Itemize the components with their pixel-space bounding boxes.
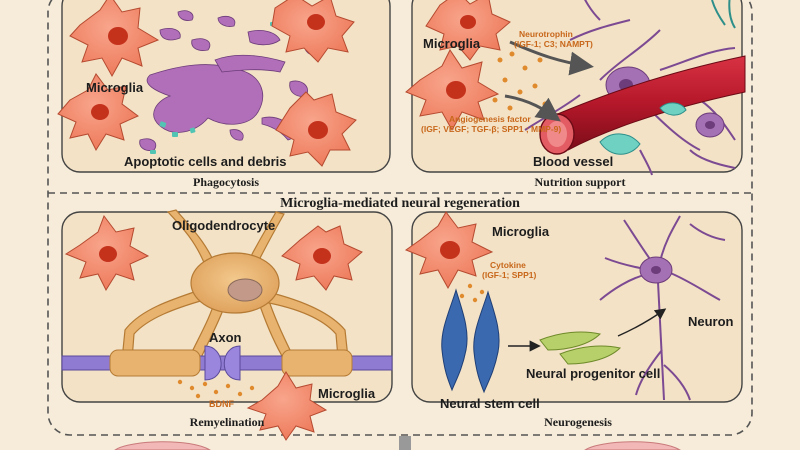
panel-remyelination: Oligodendrocyte Axon BDNF Microglia	[61, 209, 393, 441]
axon	[61, 345, 393, 381]
section-title: Microglia-mediated neural regeneration	[280, 196, 520, 211]
remyelination-microglia-label: Microglia	[318, 386, 376, 401]
caption-neurogenesis: Neurogenesis	[544, 415, 612, 429]
caption-nutrition-support: Nutrition support	[534, 175, 625, 189]
microglia-cell	[281, 225, 363, 291]
cytokine-factors: (IGF-1; SPP1)	[482, 270, 536, 280]
astrocyte-endfeet	[599, 102, 687, 155]
astrocyte	[711, 0, 736, 29]
microglia-cell	[69, 0, 160, 78]
panel-phagocytosis: Microglia Apoptotic cells and debris	[57, 0, 391, 173]
neurotrophin-factors: (IGF-1; C3; NAMPT)	[514, 39, 593, 49]
teal-fragments	[150, 22, 276, 154]
phagocytosis-microglia-label: Microglia	[86, 80, 144, 95]
angiogenesis-arrow	[504, 94, 561, 122]
myelin-sheath	[281, 349, 353, 377]
stem-cell-label: Neural stem cell	[440, 396, 540, 411]
partial-shape-right	[584, 441, 681, 450]
neuron-nucleus	[705, 121, 715, 129]
caption-phagocytosis: Phagocytosis	[193, 175, 259, 189]
blood-vessel-label: Blood vessel	[533, 154, 613, 169]
angiogenesis-factors: (IGF; VEGF; TGF-β; SPP1 ; MMP-9)	[421, 124, 561, 134]
oligodendrocyte-label: Oligodendrocyte	[172, 218, 275, 233]
panel-nutrition-support: Neurotrophin (IGF-1; C3; NAMPT) Microgli…	[405, 0, 746, 176]
angiogenesis-title: Angiogenesis factor	[449, 114, 531, 124]
panel-neurogenesis: Microglia Cytokine (IGF-1; SPP1) Neuron …	[404, 211, 743, 411]
microglia-cell	[64, 214, 150, 292]
axon-label: Axon	[209, 330, 242, 345]
bdnf-label: BDNF	[209, 399, 234, 409]
microglia-cell	[404, 211, 494, 290]
caption-remyelination: Remyelination	[190, 415, 265, 429]
progenitor-to-neuron-arrow	[617, 308, 667, 337]
neurotrophin-title: Neurotrophin	[519, 29, 573, 39]
partial-shape-left	[114, 441, 211, 450]
neural-stem-cells	[441, 288, 500, 394]
microglia-cell	[271, 0, 355, 63]
microglia-cell	[275, 91, 357, 167]
microglia-cell	[405, 49, 500, 132]
debris-label: Apoptotic cells and debris	[124, 154, 287, 169]
bdnf-dots	[177, 379, 255, 399]
neurogenesis-microglia-label: Microglia	[492, 224, 550, 239]
connector-bar	[399, 436, 411, 450]
vessel-lumen	[547, 121, 567, 147]
cytokine-title: Cytokine	[490, 260, 526, 270]
neuron-dendrites	[599, 215, 726, 401]
microglia-cell	[57, 73, 139, 152]
neuron-label: Neuron	[688, 314, 734, 329]
outer-dashed-frame	[47, 0, 753, 436]
myelin-sheath	[109, 349, 201, 377]
progenitor-label: Neural progenitor cell	[526, 366, 660, 381]
apoptotic-debris	[139, 10, 320, 151]
oligodendrocyte-nucleus	[227, 278, 263, 302]
neuron-nucleus	[651, 266, 661, 274]
neurotrophin-arrow	[509, 40, 594, 76]
neural-progenitor-cells	[539, 331, 621, 365]
microglia-cell	[246, 371, 328, 441]
nutrition-microglia-label: Microglia	[423, 36, 481, 51]
microglia-cell	[425, 0, 511, 61]
secreted-factors	[492, 51, 548, 111]
blood-vessel	[539, 55, 746, 155]
